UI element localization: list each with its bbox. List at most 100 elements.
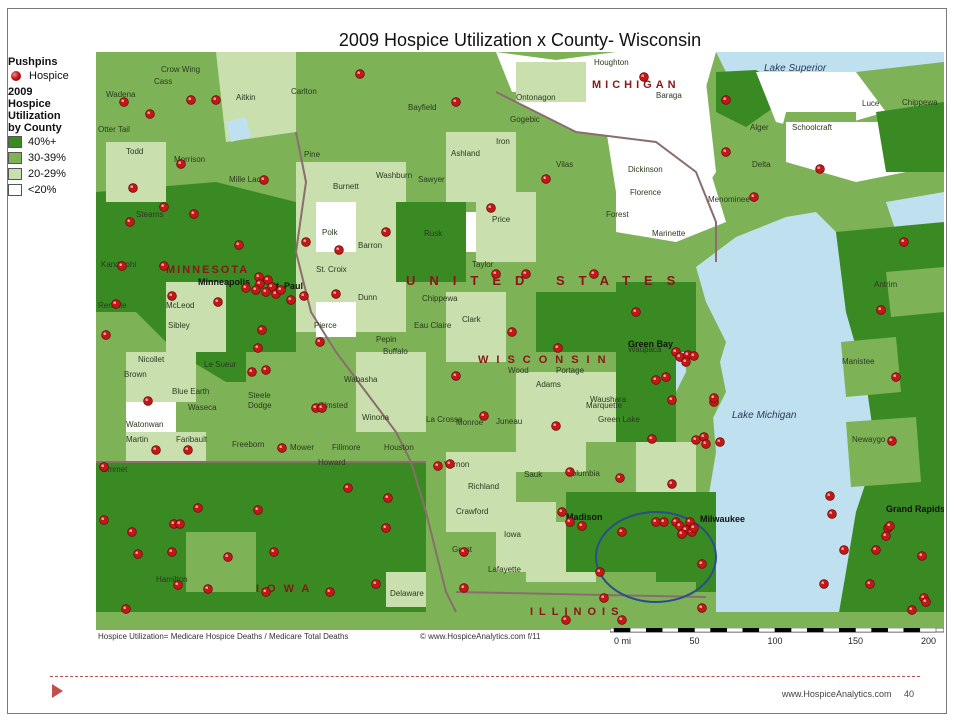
hospice-pin (99, 515, 109, 525)
hospice-pin (631, 307, 641, 317)
hospice-pin (183, 445, 193, 455)
county-label: Lafayette (488, 565, 521, 574)
hospice-pin (189, 209, 199, 219)
legend-class-label: 30-39% (28, 152, 66, 164)
hospice-pin (383, 493, 393, 503)
hospice-pin (881, 531, 891, 541)
hospice-pin (639, 72, 649, 82)
hospice-pin (167, 291, 177, 301)
scale-tick-label: 0 mi (614, 636, 631, 646)
hospice-pin (827, 509, 837, 519)
county-outagamie-region (616, 352, 676, 442)
hospice-pin (143, 396, 153, 406)
hospice-pin (617, 615, 627, 625)
county-shawano-region (616, 282, 696, 352)
county-label: Price (492, 215, 511, 224)
county-label: Sawyer (418, 175, 445, 184)
map-title: 2009 Hospice Utilization x County- Wisco… (338, 30, 702, 50)
land-door-peninsula (684, 342, 726, 432)
county-label: Schoolcraft (792, 123, 833, 132)
county-price-region (476, 192, 536, 262)
hospice-pin (551, 421, 561, 431)
county-label: Pine (304, 150, 321, 159)
hospice-pin (263, 275, 273, 285)
legend-heading-line: Utilization (8, 110, 61, 122)
county-label: Vernon (444, 460, 469, 469)
legend-swatch (8, 136, 22, 148)
hospice-pin (315, 337, 325, 347)
hospice-pin (599, 593, 609, 603)
hospice-pin (99, 462, 109, 472)
county-label: Dickinson (628, 165, 663, 174)
hospice-pin (565, 517, 575, 527)
hospice-pin (701, 439, 711, 449)
hospice-pin (907, 605, 917, 615)
hospice-pin (815, 164, 825, 174)
county-mcleod-region (166, 282, 226, 352)
hospice-pin (211, 95, 221, 105)
hospice-pin (486, 203, 496, 213)
highlight-circle (595, 511, 717, 603)
hospice-pin (261, 287, 271, 297)
hospice-pin (691, 435, 701, 445)
map-legend: Pushpins Hospice 2009 Hospice Utilizatio… (8, 56, 96, 198)
county-label: Alger (750, 123, 769, 132)
county-label: Menominee (708, 195, 750, 204)
hospice-pin (825, 491, 835, 501)
hospice-pins (99, 69, 931, 625)
page-number: 40 (903, 689, 914, 699)
county-label: Delaware (390, 589, 424, 598)
label-minnesota: MINNESOTA (166, 264, 249, 276)
county-label: Luce (862, 99, 880, 108)
water-lake-superior-upper (496, 52, 944, 92)
county-label: Aitkin (236, 93, 256, 102)
legend-class-label: <20% (28, 184, 57, 196)
hospice-pin (899, 237, 909, 247)
hospice-pin (553, 343, 563, 353)
county-label: Sauk (524, 470, 543, 479)
county-label: Taylor (472, 260, 494, 269)
county-label: Florence (630, 188, 662, 197)
label-wisconsin: WISCONSIN (478, 354, 614, 366)
county-label: Buffalo (383, 347, 408, 356)
hospice-pin (709, 393, 719, 403)
hospice-pin (451, 97, 461, 107)
hospice-pin (661, 372, 671, 382)
land-minnesota-north (96, 52, 226, 142)
county-label: Bayfield (408, 103, 436, 112)
land-illinois (426, 582, 696, 630)
hospice-pin (651, 517, 661, 527)
hospice-pin (557, 507, 567, 517)
scale-tick-label: 200 (921, 636, 936, 646)
county-label: Newaygo (852, 435, 886, 444)
legend-class-label: 40%+ (28, 136, 57, 148)
hospice-pin (917, 551, 927, 561)
county-label: McLeod (166, 301, 194, 310)
hospice-pin (257, 325, 267, 335)
legend-class-row: 30-39% (8, 150, 96, 166)
county-dane-region (566, 492, 656, 572)
hospice-pin (819, 579, 829, 589)
hospice-pin (521, 269, 531, 279)
county-label: Sibley (168, 321, 190, 330)
county-label: Morrison (174, 155, 205, 164)
county-label: Iron (496, 137, 510, 146)
hospice-pin (111, 299, 121, 309)
hospice-pin (223, 552, 233, 562)
hospice-pin (381, 523, 391, 533)
border-mn-wi (294, 131, 457, 613)
land-iowa (96, 462, 426, 612)
county-label: Houston (384, 443, 414, 452)
county-label: Emmet (102, 465, 128, 474)
county-label: Crow Wing (161, 65, 200, 74)
county-label: Waseca (188, 403, 217, 412)
county-label: Carlton (291, 87, 317, 96)
county-label: Barron (358, 241, 382, 250)
county-label: Mille Lacs (229, 175, 265, 184)
slide-border (7, 8, 947, 714)
county-label: Howard (318, 458, 346, 467)
hospice-pin (891, 372, 901, 382)
hospice-pin (381, 227, 391, 237)
county-label: Winona (362, 413, 390, 422)
county-label: Olmsted (318, 401, 348, 410)
